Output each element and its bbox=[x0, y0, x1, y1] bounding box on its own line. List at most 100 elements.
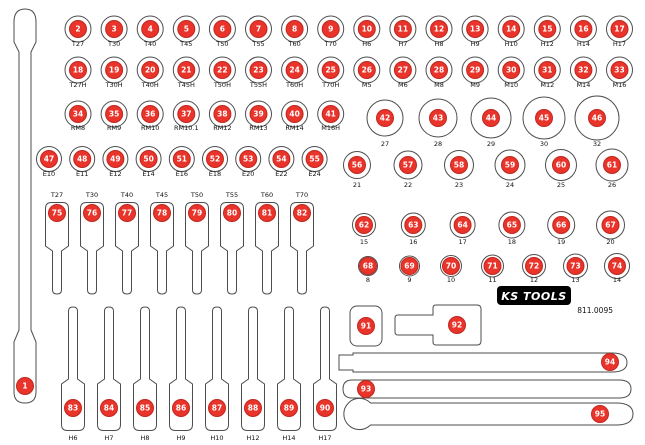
position-marker bbox=[466, 61, 485, 79]
size-label: H6 bbox=[68, 434, 77, 442]
position-number: 35 bbox=[109, 110, 119, 119]
size-label: M8 bbox=[434, 81, 444, 89]
bit-socket-outline bbox=[290, 202, 314, 295]
position-marker bbox=[285, 105, 304, 123]
position-number: 51 bbox=[177, 155, 187, 164]
position-number: 8 bbox=[292, 25, 297, 34]
size-label: M16H bbox=[321, 124, 340, 132]
position-number: 71 bbox=[487, 262, 497, 271]
position-marker bbox=[172, 150, 191, 168]
position-number: 87 bbox=[212, 404, 222, 413]
size-label: 13 bbox=[571, 276, 579, 284]
size-label: 16 bbox=[409, 238, 417, 246]
position-marker bbox=[574, 20, 593, 38]
position-marker bbox=[285, 61, 304, 79]
position-number: 18 bbox=[73, 66, 83, 75]
bit-socket-outline bbox=[220, 202, 244, 295]
size-label: T55H bbox=[249, 81, 267, 89]
brand-logo-text: KS TOOLS bbox=[501, 290, 566, 303]
position-number: 59 bbox=[505, 161, 515, 170]
size-label: H10 bbox=[505, 40, 518, 48]
position-number: 80 bbox=[227, 209, 237, 218]
bit-socket-outline bbox=[313, 306, 337, 431]
position-number: 26 bbox=[362, 66, 372, 75]
size-label: 22 bbox=[404, 181, 412, 189]
socket-position-71: 71 11 bbox=[481, 254, 504, 284]
size-label: H17 bbox=[318, 434, 331, 442]
position-number: 21 bbox=[181, 66, 191, 75]
position-marker bbox=[105, 20, 124, 38]
position-number: 24 bbox=[289, 66, 299, 75]
position-number: 47 bbox=[44, 155, 54, 164]
size-label: 11 bbox=[488, 276, 496, 284]
size-label: T30H bbox=[105, 81, 123, 89]
size-label: M6 bbox=[398, 81, 408, 89]
position-marker bbox=[40, 150, 58, 168]
position-number: 11 bbox=[398, 25, 408, 34]
position-marker bbox=[601, 353, 619, 371]
position-marker bbox=[502, 20, 521, 38]
position-marker bbox=[601, 216, 620, 234]
position-marker bbox=[552, 216, 571, 234]
size-label: 15 bbox=[360, 238, 368, 246]
brand-logo: KS TOOLS 811.0095 bbox=[497, 286, 613, 315]
size-label: M5 bbox=[362, 81, 372, 89]
position-number: 54 bbox=[276, 155, 286, 164]
size-label: T55 bbox=[225, 191, 238, 199]
size-label: T30 bbox=[85, 191, 98, 199]
bit-socket-outline bbox=[255, 202, 279, 295]
size-label: RM14 bbox=[285, 124, 303, 132]
bit-socket-outline bbox=[115, 202, 139, 295]
position-marker bbox=[355, 216, 373, 234]
size-label: H14 bbox=[282, 434, 295, 442]
position-marker bbox=[244, 399, 262, 417]
size-label: RM10.1 bbox=[174, 124, 199, 132]
size-label: 30 bbox=[540, 140, 548, 148]
size-label: E16 bbox=[176, 170, 188, 178]
position-marker bbox=[177, 61, 196, 79]
position-marker bbox=[610, 61, 629, 79]
size-label: T70H bbox=[321, 81, 339, 89]
position-marker bbox=[430, 61, 448, 79]
position-number: 34 bbox=[73, 110, 83, 119]
position-number: 90 bbox=[320, 404, 330, 413]
size-label: 19 bbox=[557, 238, 565, 246]
logo-background bbox=[497, 286, 571, 305]
position-marker bbox=[213, 61, 232, 79]
size-label: T40H bbox=[141, 81, 159, 89]
position-marker bbox=[118, 204, 136, 222]
position-number: 49 bbox=[110, 155, 120, 164]
stepped-socket-outline bbox=[394, 304, 482, 346]
size-label: T45 bbox=[179, 40, 192, 48]
position-marker bbox=[48, 204, 66, 222]
bit-socket-outline bbox=[241, 306, 265, 431]
position-marker bbox=[501, 156, 519, 174]
size-label: 8 bbox=[366, 276, 370, 284]
size-label: T50 bbox=[215, 40, 228, 48]
size-label: H7 bbox=[104, 434, 113, 442]
